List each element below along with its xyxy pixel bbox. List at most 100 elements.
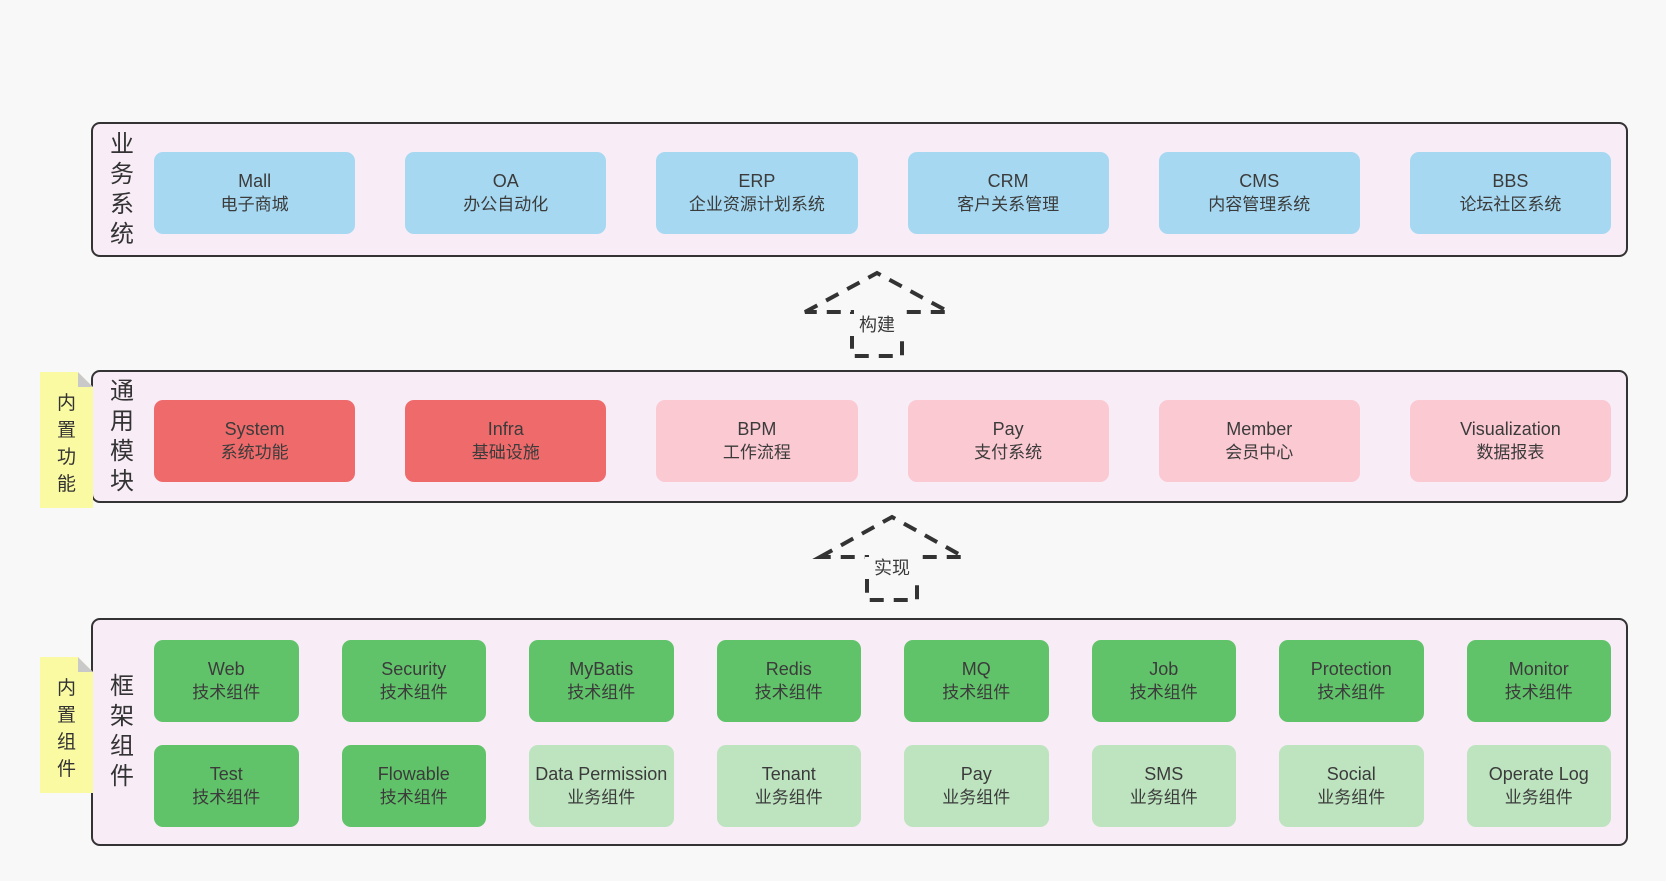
module-box-pay: Pay 支付系统 xyxy=(907,400,1109,482)
module-box-subtitle: 工作流程 xyxy=(722,443,791,462)
builtin-components-tag-text: 内置组件 xyxy=(56,678,76,780)
business-systems-row: Mall 电子商城 OA 办公自动化 ERP 企业资源计划系统 CRM 客户关系管理 CMS 内容… xyxy=(154,152,1612,234)
module-box-redis: Redis 技术组件 xyxy=(716,640,861,722)
module-box-subtitle: 业务组件 xyxy=(1129,788,1198,807)
builtin-features-tag: 内置功能 xyxy=(40,372,93,508)
module-box-subtitle: 企业资源计划系统 xyxy=(688,195,825,214)
module-box-title: Test xyxy=(209,764,243,784)
module-box-sms: SMS 业务组件 xyxy=(1091,745,1236,827)
module-box-title: Monitor xyxy=(1508,659,1569,679)
module-box-title: OA xyxy=(492,171,519,191)
module-box-mall: Mall 电子商城 xyxy=(154,152,356,234)
module-box-title: Redis xyxy=(765,659,812,679)
module-box-title: Data Permission xyxy=(535,764,668,784)
module-box-subtitle: 支付系统 xyxy=(974,443,1043,462)
module-box-operate-log: Operate Log 业务组件 xyxy=(1466,745,1611,827)
module-box-title: MyBatis xyxy=(569,659,634,679)
module-box-title: Infra xyxy=(487,419,524,439)
module-box-member: Member 会员中心 xyxy=(1158,400,1360,482)
build-arrow-label: 构建 xyxy=(850,314,904,336)
module-box-test: Test 技术组件 xyxy=(154,745,299,827)
tag-fold-corner-icon xyxy=(78,657,93,672)
module-box-subtitle: 电子商城 xyxy=(220,195,289,214)
section-label-text: 框架组件 xyxy=(110,673,134,790)
module-box-subtitle: 技术组件 xyxy=(379,788,448,807)
section-label-text: 通用模块 xyxy=(110,377,134,495)
implement-arrow-label: 实现 xyxy=(865,557,919,579)
module-box-cms: CMS 内容管理系统 xyxy=(1158,152,1360,234)
common-modules-row: System 系统功能 Infra 基础设施 BPM 工作流程 Pay 支付系统 Member 会… xyxy=(154,400,1612,482)
module-box-job: Job 技术组件 xyxy=(1091,640,1236,722)
module-box-title: Tenant xyxy=(761,764,816,784)
module-box-title: Operate Log xyxy=(1488,764,1589,784)
module-box-subtitle: 技术组件 xyxy=(192,788,261,807)
module-box-subtitle: 业务组件 xyxy=(1317,788,1386,807)
module-box-erp: ERP 企业资源计划系统 xyxy=(656,152,858,234)
module-box-title: SMS xyxy=(1144,764,1184,784)
module-box-subtitle: 技术组件 xyxy=(1317,683,1386,702)
module-box-tenant: Tenant 业务组件 xyxy=(716,745,861,827)
module-box-title: CMS xyxy=(1239,171,1280,191)
section-common-modules-label: 通用模块 xyxy=(101,372,143,501)
module-box-title: Pay xyxy=(960,764,992,784)
module-box-title: Visualization xyxy=(1460,419,1561,439)
module-box-title: MQ xyxy=(961,659,991,679)
module-box-title: Member xyxy=(1226,419,1293,439)
module-box-monitor: Monitor 技术组件 xyxy=(1466,640,1611,722)
module-box-system: System 系统功能 xyxy=(154,400,356,482)
module-box-bpm: BPM 工作流程 xyxy=(656,400,858,482)
module-box-title: ERP xyxy=(738,171,776,191)
module-box-title: Flowable xyxy=(377,764,450,784)
module-box-subtitle: 办公自动化 xyxy=(463,195,549,214)
module-box-subtitle: 会员中心 xyxy=(1225,443,1294,462)
module-box-title: Security xyxy=(381,659,447,679)
module-box-title: Job xyxy=(1149,659,1179,679)
module-box-title: Web xyxy=(207,659,245,679)
module-box-title: System xyxy=(224,419,285,439)
module-box-title: Mall xyxy=(238,171,272,191)
module-box-subtitle: 客户关系管理 xyxy=(957,195,1060,214)
module-box-subtitle: 基础设施 xyxy=(471,443,540,462)
module-box-oa: OA 办公自动化 xyxy=(405,152,607,234)
module-box-title: Protection xyxy=(1310,659,1392,679)
module-box-flowable: Flowable 技术组件 xyxy=(341,745,486,827)
tag-fold-corner-icon xyxy=(78,372,93,387)
module-box-title: Pay xyxy=(992,419,1024,439)
module-box-subtitle: 技术组件 xyxy=(1129,683,1198,702)
module-box-mybatis: MyBatis 技术组件 xyxy=(529,640,674,722)
module-box-bbs: BBS 论坛社区系统 xyxy=(1409,152,1612,234)
section-label-text: 业务系统 xyxy=(110,130,134,248)
module-box-subtitle: 论坛社区系统 xyxy=(1459,195,1562,214)
module-box-subtitle: 系统功能 xyxy=(220,443,289,462)
module-box-title: CRM xyxy=(987,171,1029,191)
builtin-features-tag-text: 内置功能 xyxy=(56,393,76,495)
module-box-protection: Protection 技术组件 xyxy=(1279,640,1424,722)
module-box-social: Social 业务组件 xyxy=(1279,745,1424,827)
module-box-visualization: Visualization 数据报表 xyxy=(1409,400,1612,482)
module-box-infra: Infra 基础设施 xyxy=(405,400,607,482)
module-box-subtitle: 技术组件 xyxy=(567,683,636,702)
module-box-subtitle: 业务组件 xyxy=(1504,788,1573,807)
module-box-subtitle: 内容管理系统 xyxy=(1208,195,1311,214)
module-box-subtitle: 技术组件 xyxy=(942,683,1011,702)
builtin-components-tag: 内置组件 xyxy=(40,657,93,793)
section-business-systems: 业务系统 Mall 电子商城 OA 办公自动化 ERP 企业资源计划系统 CRM 客户关系管理… xyxy=(91,122,1628,257)
module-box-mq: MQ 技术组件 xyxy=(904,640,1049,722)
module-box-title: BPM xyxy=(737,419,777,439)
module-box-subtitle: 业务组件 xyxy=(754,788,823,807)
section-business-systems-label: 业务系统 xyxy=(101,124,143,255)
module-box-title: Social xyxy=(1326,764,1376,784)
module-box-subtitle: 数据报表 xyxy=(1476,443,1545,462)
module-box-subtitle: 技术组件 xyxy=(1504,683,1573,702)
module-box-subtitle: 技术组件 xyxy=(754,683,823,702)
section-framework-components-label: 框架组件 xyxy=(101,620,143,844)
module-box-title: BBS xyxy=(1492,171,1529,191)
